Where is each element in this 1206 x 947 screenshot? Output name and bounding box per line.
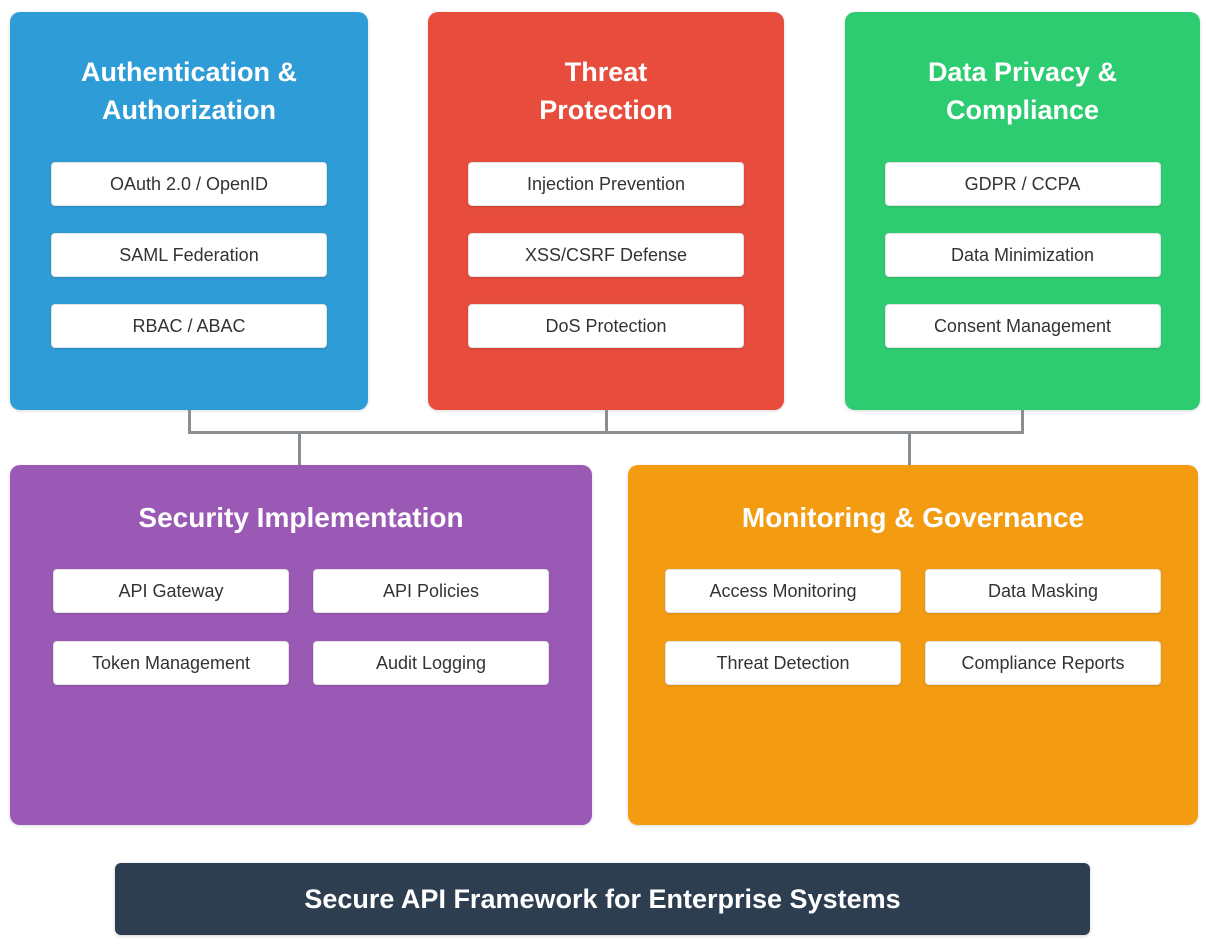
monitoring-governance-items: Access Monitoring Data Masking Threat De… (628, 568, 1198, 685)
connector-stub-privacy (1021, 410, 1024, 434)
group-title-monitoring-governance: Monitoring & Governance (741, 502, 1085, 533)
group-title-authentication: Authentication & Authorization (81, 57, 297, 125)
group-security-implementation: Security Implementation API Gateway API … (10, 465, 592, 825)
item-xss-csrf-defense: XSS/CSRF Defense (468, 232, 744, 277)
item-gdpr-ccpa: GDPR / CCPA (884, 161, 1161, 206)
connector-stub-threat (605, 410, 608, 434)
connector-horizontal (188, 431, 1024, 434)
security-implementation-items: API Gateway API Policies Token Managemen… (10, 568, 592, 685)
footer-title-bar: Secure API Framework for Enterprise Syst… (115, 863, 1090, 935)
connector-drop-security (298, 431, 301, 465)
group-threat-protection: Threat Protection Injection Prevention X… (428, 12, 784, 410)
group-title-security-implementation: Security Implementation (138, 502, 464, 533)
item-injection-prevention: Injection Prevention (468, 161, 744, 206)
group-title-threat-protection: Threat Protection (539, 57, 673, 125)
item-oauth-openid: OAuth 2.0 / OpenID (51, 161, 327, 206)
item-rbac-abac: RBAC / ABAC (51, 303, 327, 348)
connector-drop-monitoring (908, 431, 911, 465)
group-data-privacy-compliance: Data Privacy & Compliance GDPR / CCPA Da… (845, 12, 1200, 410)
connector-stub-authentication (188, 410, 191, 434)
item-api-gateway: API Gateway (53, 568, 289, 613)
group-monitoring-governance: Monitoring & Governance Access Monitorin… (628, 465, 1198, 825)
item-data-minimization: Data Minimization (884, 232, 1161, 277)
item-threat-detection: Threat Detection (665, 640, 901, 685)
item-dos-protection: DoS Protection (468, 303, 744, 348)
item-compliance-reports: Compliance Reports (925, 640, 1161, 685)
item-consent-management: Consent Management (884, 303, 1161, 348)
footer-title: Secure API Framework for Enterprise Syst… (304, 883, 901, 914)
item-audit-logging: Audit Logging (313, 640, 549, 685)
item-saml-federation: SAML Federation (51, 232, 327, 277)
item-access-monitoring: Access Monitoring (665, 568, 901, 613)
item-api-policies: API Policies (313, 568, 549, 613)
group-authentication-authorization: Authentication & Authorization OAuth 2.0… (10, 12, 368, 410)
item-token-management: Token Management (53, 640, 289, 685)
group-title-data-privacy: Data Privacy & Compliance (927, 57, 1118, 125)
item-data-masking: Data Masking (925, 568, 1161, 613)
